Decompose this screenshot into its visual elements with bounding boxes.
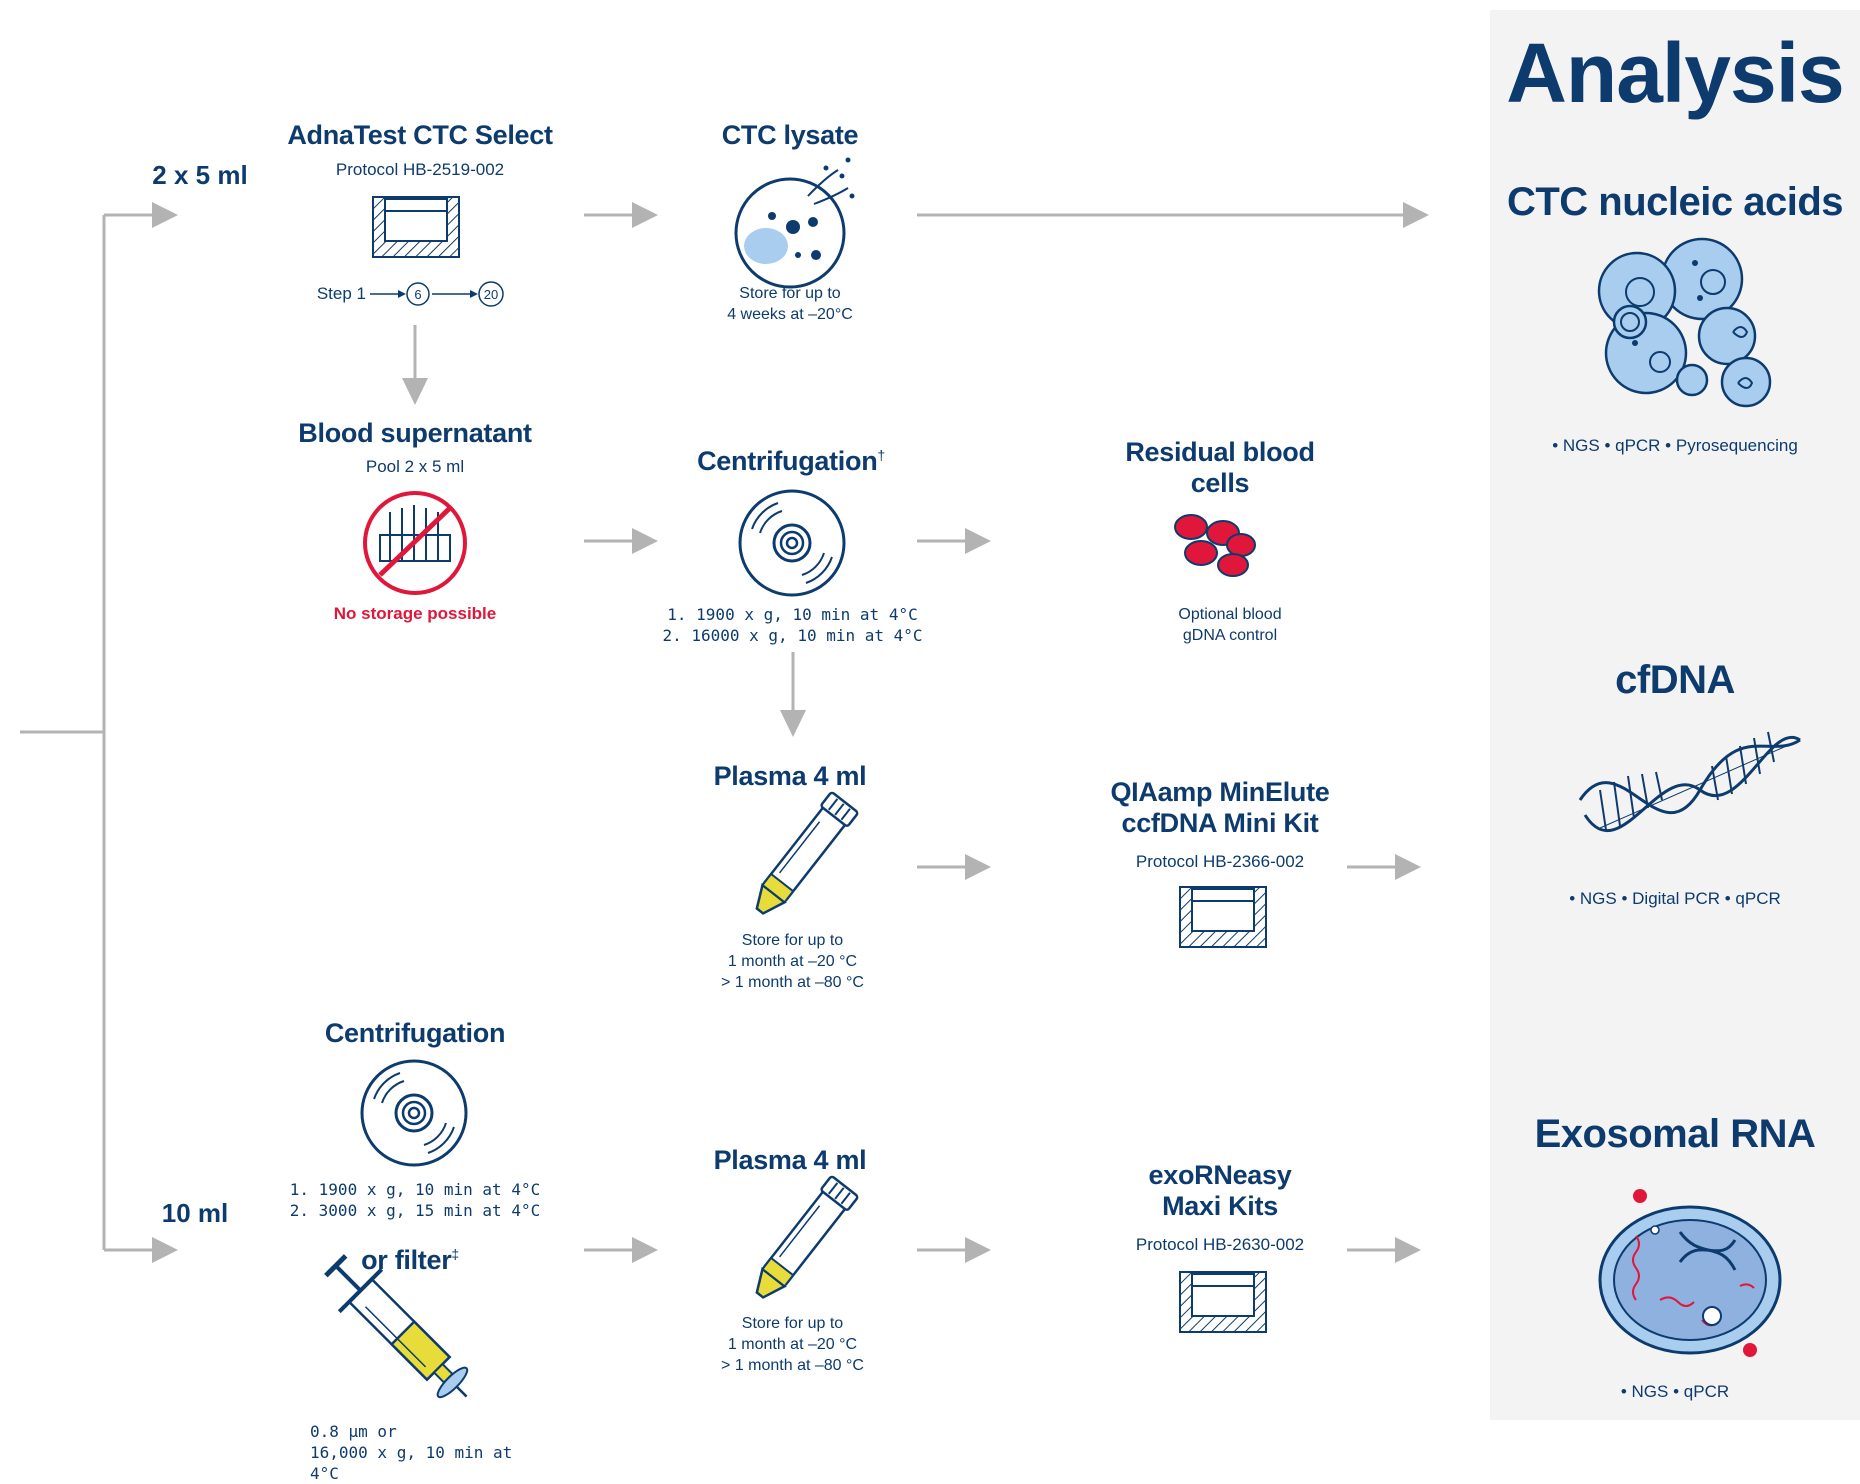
arrow-to-minelute	[915, 852, 993, 882]
centrifugation-top-title-text: Centrifugation	[697, 446, 878, 476]
cfdna-title: cfDNA	[1615, 658, 1735, 702]
centrifugation-bottom-step1: 1. 1900 x g, 10 min at 4°C	[289, 1180, 541, 1199]
plasma-tube-icon	[745, 790, 860, 923]
blood-supernatant-sub: Pool 2 x 5 ml	[365, 457, 465, 476]
plasma-top-title: Plasma 4 ml	[713, 761, 867, 791]
exosomal-rna-title: Exosomal RNA	[1534, 1112, 1816, 1156]
arrow-to-exorneasy	[915, 1235, 993, 1265]
volume-label-top: 2 x 5 ml	[152, 160, 248, 190]
step-number-b: 20	[483, 287, 499, 302]
arrow-to-exosomal	[1345, 1235, 1423, 1265]
arrow-down-supernatant	[402, 325, 428, 405]
arrow-to-adnatest	[102, 200, 180, 230]
residual-title: Residual blood cells	[1125, 437, 1315, 498]
no-storage-warning: No storage possible	[333, 604, 497, 623]
filter-title: or filter‡	[330, 1245, 490, 1276]
dagger-mark: †	[877, 447, 885, 463]
ctc-nucleic-acids-title: CTC nucleic acids	[1506, 180, 1844, 224]
step-number-a: 6	[414, 287, 422, 302]
step-label: Step 1	[316, 284, 366, 303]
filter-note: 0.8 µm or 16,000 x g, 10 min at 4°C	[310, 1422, 513, 1483]
double-dagger-mark: ‡	[451, 1246, 459, 1262]
centrifugation-top-step2: 2. 16000 x g, 10 min at 4°C	[662, 626, 923, 645]
blood-cells-icon	[1174, 514, 1256, 577]
spin-column-icon	[372, 196, 460, 258]
plasma-bottom-title: Plasma 4 ml	[713, 1145, 867, 1175]
spin-column-icon	[1179, 886, 1267, 948]
analysis-heading: Analysis	[1506, 26, 1845, 120]
arrow-lysate-to-analysis	[917, 202, 1429, 228]
centrifuge-disc-icon	[360, 1059, 468, 1167]
cfdna-methods: • NGS • Digital PCR • qPCR	[1569, 889, 1781, 908]
centrifugation-bottom-step2: 2. 3000 x g, 15 min at 4°C	[289, 1201, 541, 1220]
arrow-down-plasma	[780, 652, 806, 737]
arrow-to-cfdna	[1345, 852, 1423, 882]
plasma-top-storage: Store for up to 1 month at –20 °C > 1 mo…	[721, 932, 864, 991]
arrow-to-centrifugation	[582, 526, 660, 556]
centrifugation-top-step1: 1. 1900 x g, 10 min at 4°C	[667, 605, 918, 624]
adnatest-title: AdnaTest CTC Select	[287, 120, 553, 150]
ctc-lysate-storage: Store for up to 4 weeks at –20°C	[727, 285, 853, 323]
arrow-to-plasma-bottom	[582, 1235, 660, 1265]
minelute-protocol: Protocol HB-2366-002	[1135, 852, 1305, 871]
arrow-to-residual	[915, 526, 993, 556]
plasma-bottom-storage: Store for up to 1 month at –20 °C > 1 mo…	[721, 1315, 864, 1374]
ctc-lysate-title: CTC lysate	[721, 120, 859, 150]
dna-helix-icon	[1578, 731, 1801, 833]
centrifuge-disc-icon	[738, 489, 846, 597]
adnatest-protocol: Protocol HB-2519-002	[335, 160, 505, 179]
blood-supernatant-title: Blood supernatant	[298, 418, 532, 448]
no-storage-icon	[363, 491, 467, 595]
spin-column-icon	[1179, 1271, 1267, 1333]
exosomal-methods: • NGS • qPCR	[1620, 1382, 1730, 1401]
ctc-methods: • NGS • qPCR • Pyrosequencing	[1552, 436, 1798, 455]
split-bracket	[20, 215, 106, 1250]
ctc-lysate-icon	[734, 157, 855, 289]
minelute-title: QIAamp MinElute ccfDNA Mini Kit	[1110, 777, 1330, 838]
centrifugation-bottom-title: Centrifugation	[324, 1018, 506, 1048]
ctc-cells-icon	[1597, 237, 1772, 408]
exosome-icon	[1598, 1189, 1782, 1357]
analysis-panel	[1490, 10, 1860, 1420]
volume-label-bottom: 10 ml	[161, 1198, 229, 1228]
centrifugation-top-title: Centrifugation†	[660, 446, 922, 477]
residual-note: Optional blood gDNA control	[1178, 606, 1282, 644]
exorneasy-protocol: Protocol HB-2630-002	[1135, 1235, 1305, 1254]
filter-title-text: or filter	[361, 1245, 452, 1275]
syringe-icon	[324, 1254, 469, 1399]
step-arrows	[370, 281, 504, 307]
exorneasy-title: exoRNeasy Maxi Kits	[1148, 1160, 1292, 1221]
arrow-to-centrifugation-bottom	[102, 1235, 180, 1265]
arrow-to-lysate	[582, 200, 660, 230]
plasma-tube-icon	[745, 1174, 860, 1307]
